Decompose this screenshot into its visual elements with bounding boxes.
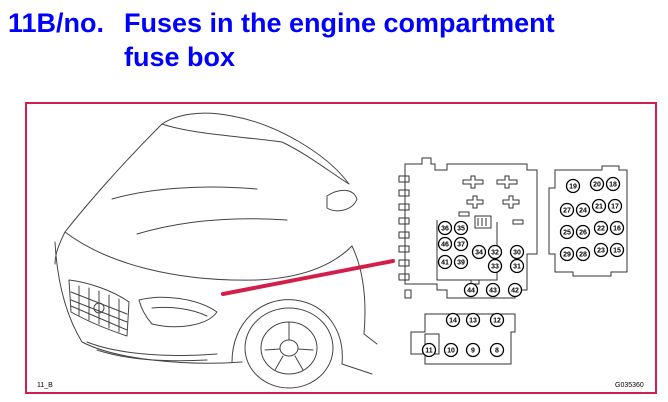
center-fuse-32: 32	[487, 244, 503, 260]
center-fuse-37: 37	[453, 236, 469, 252]
center-fuse-box	[398, 157, 538, 299]
center-fuse-33: 33	[487, 258, 503, 274]
figure-ref-right: G035360	[615, 382, 644, 389]
svg-text:12: 12	[493, 318, 501, 325]
svg-text:15: 15	[613, 248, 621, 255]
svg-text:17: 17	[611, 204, 619, 211]
svg-text:36: 36	[441, 226, 449, 233]
right-fuse-18: 18	[605, 176, 621, 192]
svg-text:27: 27	[563, 208, 571, 215]
svg-text:32: 32	[491, 250, 499, 257]
right-fuse-17: 17	[607, 198, 623, 214]
center-fuse-42: 42	[507, 282, 523, 298]
bottom-fuse-9: 9	[465, 342, 481, 358]
svg-text:37: 37	[457, 242, 465, 249]
right-fuse-26: 26	[575, 224, 591, 240]
svg-text:8: 8	[495, 348, 499, 355]
pointer-line	[221, 259, 395, 296]
svg-text:22: 22	[597, 226, 605, 233]
bottom-fuse-8: 8	[489, 342, 505, 358]
right-fuse-16: 16	[609, 220, 625, 236]
svg-text:31: 31	[513, 264, 521, 271]
page-title-line-1: Fuses in the engine compartment	[124, 8, 555, 38]
right-fuse-23: 23	[593, 242, 609, 258]
section-number: 11B/no.	[8, 8, 105, 38]
center-fuse-36: 36	[437, 220, 453, 236]
svg-text:34: 34	[475, 250, 483, 257]
svg-text:35: 35	[457, 226, 465, 233]
right-fuse-22: 22	[593, 220, 609, 236]
right-fuse-24: 24	[575, 202, 591, 218]
center-fuse-46: 46	[437, 236, 453, 252]
right-fuse-box	[548, 165, 628, 277]
diagram-frame: 36 35 46 37 41 39 34 32 33 30 31 44 43 42 19 20 18 27 24 21…	[25, 102, 657, 394]
right-fuse-25: 25	[559, 224, 575, 240]
center-fuse-30: 30	[509, 244, 525, 260]
svg-text:9: 9	[471, 348, 475, 355]
center-fuse-34: 34	[471, 244, 487, 260]
center-fuse-39: 39	[453, 254, 469, 270]
svg-text:43: 43	[489, 288, 497, 295]
right-fuse-29: 29	[559, 246, 575, 262]
svg-text:28: 28	[579, 252, 587, 259]
right-fuse-21: 21	[591, 198, 607, 214]
svg-text:25: 25	[563, 230, 571, 237]
bottom-fuse-14: 14	[445, 312, 461, 328]
center-fuse-41: 41	[437, 254, 453, 270]
bottom-fuse-13: 13	[465, 312, 481, 328]
bottom-fuse-12: 12	[489, 312, 505, 328]
center-fuse-31: 31	[509, 258, 525, 274]
svg-text:21: 21	[595, 204, 603, 211]
svg-text:46: 46	[441, 242, 449, 249]
figure-ref-left: 11_B	[37, 382, 53, 389]
svg-text:23: 23	[597, 248, 605, 255]
right-fuse-20: 20	[589, 176, 605, 192]
svg-text:16: 16	[613, 226, 621, 233]
svg-text:20: 20	[593, 182, 601, 189]
svg-text:24: 24	[579, 208, 587, 215]
bottom-fuse-10: 10	[443, 342, 459, 358]
center-fuse-43: 43	[485, 282, 501, 298]
svg-text:18: 18	[609, 182, 617, 189]
svg-text:33: 33	[491, 264, 499, 271]
right-fuse-27: 27	[559, 202, 575, 218]
svg-text:26: 26	[579, 230, 587, 237]
svg-text:44: 44	[467, 288, 475, 295]
fuse-box-diagram: 36 35 46 37 41 39 34 32 33 30 31 44 43 42 19 20 18 27 24 21…	[37, 112, 644, 389]
svg-text:11: 11	[425, 348, 433, 355]
svg-text:42: 42	[511, 288, 519, 295]
svg-text:41: 41	[441, 260, 449, 267]
bottom-fuse-11: 11	[421, 342, 437, 358]
fuse-layer: 36 35 46 37 41 39 34 32 33 30 31 44 43 42 19 20 18 27 24 21…	[421, 176, 625, 358]
svg-text:39: 39	[457, 260, 465, 267]
svg-text:29: 29	[563, 252, 571, 259]
right-fuse-19: 19	[565, 178, 581, 194]
center-fuse-44: 44	[463, 282, 479, 298]
svg-text:14: 14	[449, 318, 457, 325]
center-fuse-35: 35	[453, 220, 469, 236]
svg-text:19: 19	[569, 184, 577, 191]
page-title-line-2: fuse box	[124, 42, 236, 72]
car-illustration	[54, 112, 378, 389]
svg-text:13: 13	[469, 318, 477, 325]
svg-text:10: 10	[447, 348, 455, 355]
right-fuse-15: 15	[609, 242, 625, 258]
svg-text:30: 30	[513, 250, 521, 257]
right-fuse-28: 28	[575, 246, 591, 262]
